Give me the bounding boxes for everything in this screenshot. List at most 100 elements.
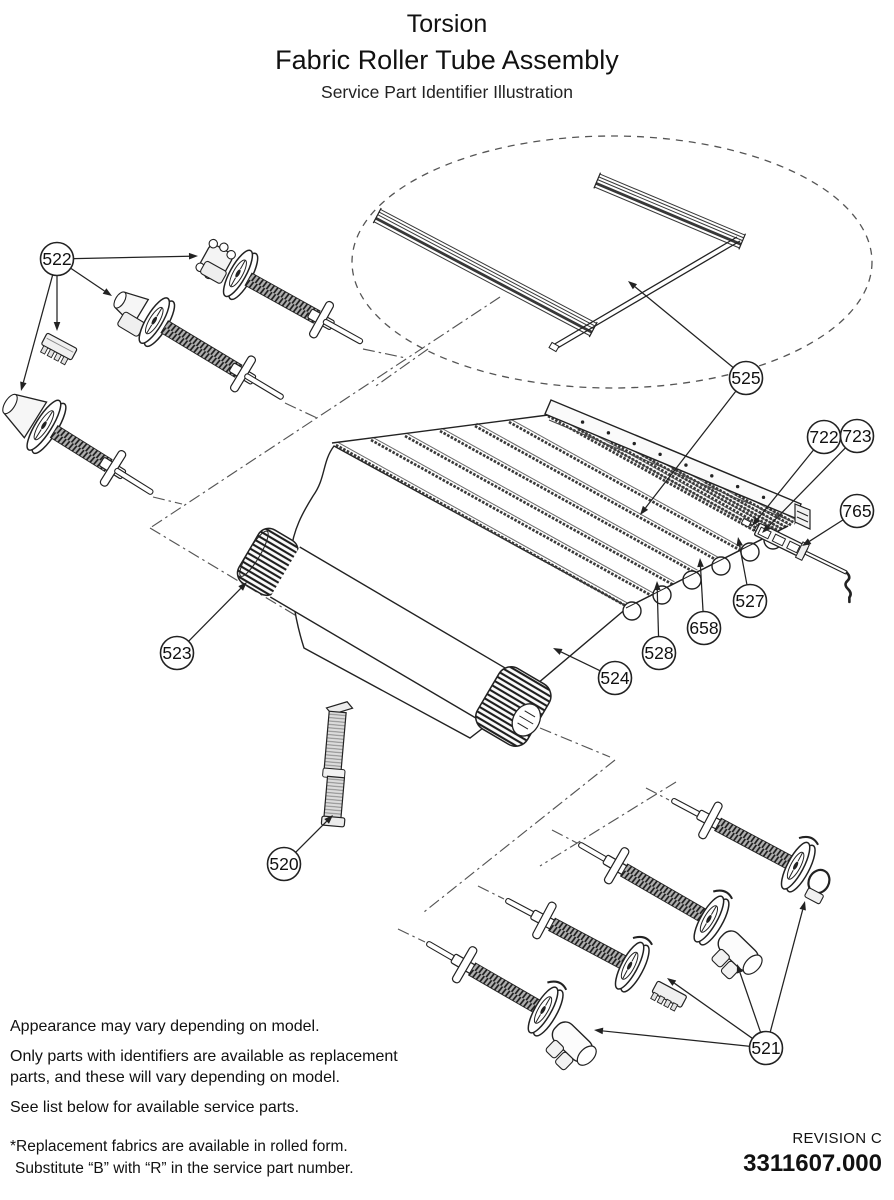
rail-extrusion-end — [738, 233, 747, 250]
callout-527: 527 — [732, 537, 768, 619]
rail-extrusion-line — [380, 208, 597, 324]
rail-seam — [548, 419, 792, 522]
callout-520: 520 — [266, 815, 333, 882]
lock-tooth — [650, 991, 659, 1002]
leader-arrowhead — [238, 582, 247, 591]
leader-arrowhead — [762, 524, 771, 533]
slide-rail-slot — [786, 540, 801, 554]
wheel-pawl — [632, 935, 653, 946]
leader-arrowhead — [736, 964, 744, 974]
fabric-rib — [370, 438, 652, 597]
callout-658: 658 — [686, 558, 722, 646]
strap-bottom-cap — [320, 815, 346, 828]
lock-line — [46, 337, 74, 353]
clamp-base — [804, 887, 824, 905]
callout-number: 525 — [731, 368, 760, 388]
callout-723: 723 — [762, 418, 875, 533]
leader-arrowhead — [188, 252, 198, 260]
rail-extrusion-line — [597, 179, 743, 242]
fabric-rib — [734, 492, 793, 527]
leader-arrowhead — [553, 648, 563, 655]
callout-722: 722 — [752, 419, 842, 526]
revision-label: REVISION C — [792, 1130, 882, 1147]
rail-hole — [735, 484, 740, 489]
leader-line — [769, 909, 804, 1032]
leader-line — [70, 267, 105, 292]
callout-number: 658 — [689, 618, 718, 638]
end-cone-tip — [2, 393, 18, 415]
wheel-spoke — [34, 429, 42, 440]
hem-scallop — [711, 556, 731, 576]
motor-foot — [711, 948, 730, 968]
construction-line — [551, 829, 578, 844]
leader-line — [699, 566, 704, 612]
rail-extrusion-end — [372, 207, 382, 224]
lock-tooth — [53, 352, 62, 362]
construction-line — [539, 781, 677, 867]
leader-arrowhead — [653, 581, 661, 591]
lock-tooth — [656, 995, 666, 1005]
callout-circle — [39, 241, 75, 277]
fabric-rib-thin — [476, 422, 721, 560]
fabric-rib — [335, 443, 629, 609]
drive-wheel-hub — [792, 861, 799, 870]
title-line-3: Service Part Identifier Illustration — [321, 82, 573, 102]
torsion-assembly-top-1 — [195, 238, 364, 345]
leader-line — [673, 982, 753, 1039]
motor-foot — [555, 1051, 574, 1071]
rail-extrusion-line — [377, 214, 594, 330]
leader-arrowhead — [628, 281, 638, 290]
drive-wheel-inner — [533, 996, 553, 1024]
rail-extrusion-line — [375, 216, 593, 334]
fabric-rib-thin — [372, 436, 653, 594]
fabric-rib — [765, 505, 797, 525]
torsion-assembly-bottom-2 — [578, 842, 763, 980]
fabric-rib-thin — [441, 427, 698, 571]
rail-extrusion-line — [598, 176, 744, 239]
fabric-rib-thin — [337, 441, 630, 605]
motor-group — [545, 1021, 597, 1071]
leader-arrowhead — [752, 516, 761, 526]
callout-number: 528 — [644, 643, 673, 663]
tube-core-line — [524, 710, 536, 718]
wheel-spoke — [230, 277, 236, 287]
fabric-rib-thin — [579, 425, 773, 534]
part-number: 3311607.000 — [743, 1150, 882, 1177]
leader-line — [739, 972, 762, 1033]
torsion-assembly-bottom-3 — [505, 898, 687, 1012]
torsion-spring — [714, 817, 793, 869]
torsion-assembly-top-2 — [113, 291, 284, 400]
wheel-pawl — [712, 889, 733, 900]
torsion-spring — [548, 917, 627, 969]
leader-arrowhead — [736, 537, 743, 547]
leader-line — [295, 820, 328, 853]
drive-wheel-hub — [626, 961, 633, 970]
notes-block: Appearance may vary depending on model. … — [10, 1016, 442, 1127]
callout-524: 524 — [553, 648, 633, 696]
rail-extrusion-end — [588, 321, 598, 338]
spring-lock-top — [39, 332, 78, 366]
tube-core-line — [519, 715, 534, 725]
motor-foot — [720, 960, 740, 980]
rail-hole — [580, 420, 585, 424]
leader-arrowhead — [102, 288, 112, 296]
leader-line — [73, 255, 190, 260]
callout-number: 524 — [600, 668, 629, 688]
callout-circle — [728, 360, 764, 396]
detail-rod — [555, 240, 741, 350]
fabric-rib — [439, 429, 697, 575]
tube-body — [270, 547, 505, 718]
wheel-spoke — [146, 324, 153, 334]
title-line-1: Torsion — [406, 10, 488, 38]
awning-rail — [331, 399, 811, 535]
callout-521: 521 — [594, 901, 806, 1066]
construction-line — [397, 928, 426, 943]
rail-hole — [761, 495, 766, 500]
leader-arrowhead — [324, 815, 333, 824]
title-line-2: Fabric Roller Tube Assembly — [275, 45, 619, 75]
wheel-spoke — [631, 952, 637, 962]
fabric-rib — [641, 453, 781, 533]
rail-extrusion-line — [594, 186, 740, 249]
